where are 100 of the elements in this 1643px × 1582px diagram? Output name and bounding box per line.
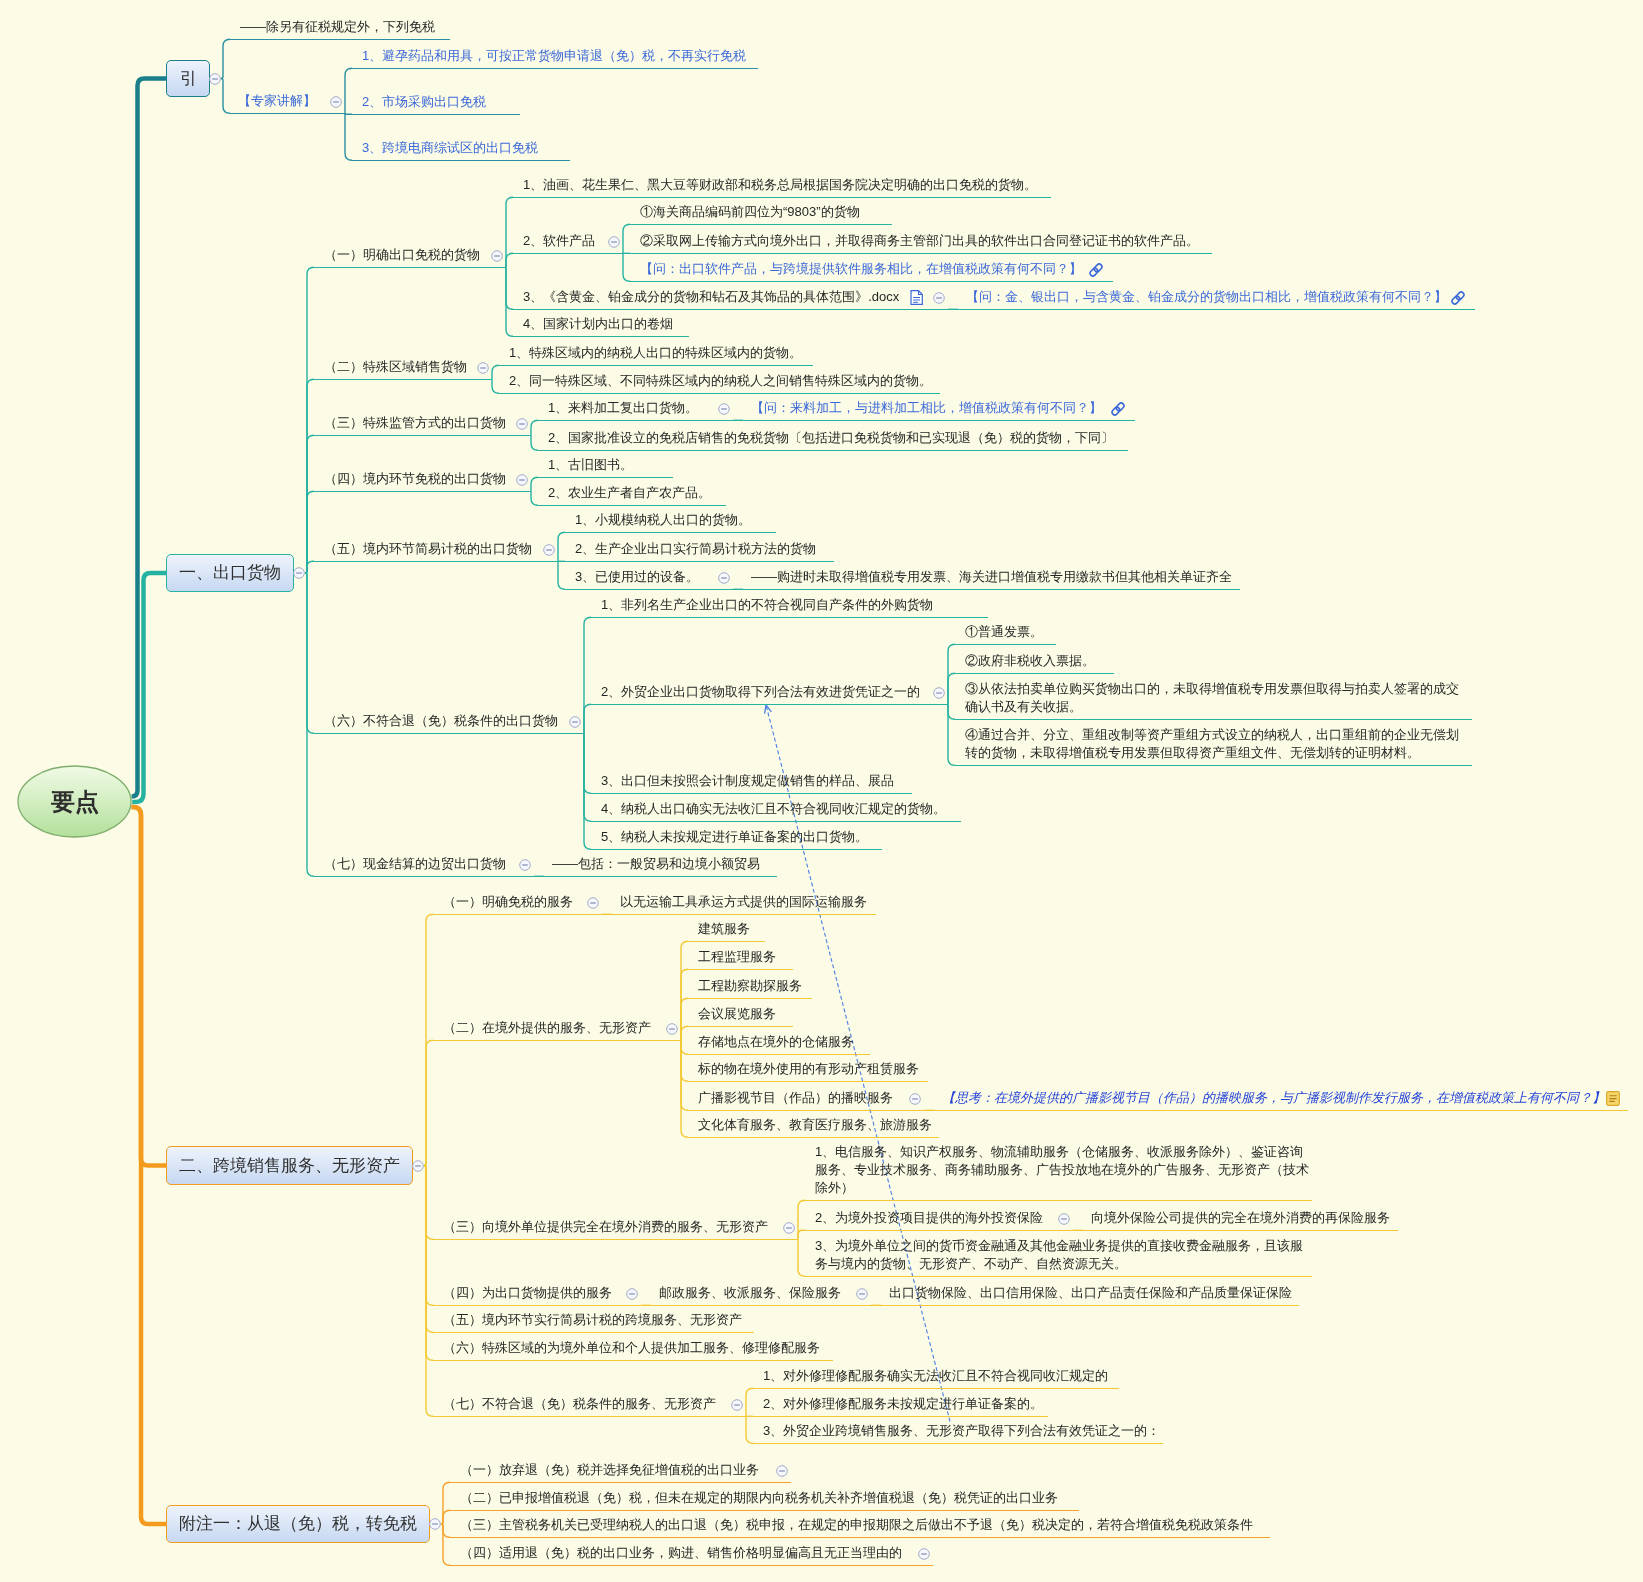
branch-line: [491, 364, 500, 380]
branch-line: [680, 1039, 689, 1138]
topic-text: ①普通发票。: [965, 622, 1043, 641]
question-text: 【问：出口软件产品，与跨境提供软件服务相比，在增值税政策有何不同？】: [640, 259, 1082, 278]
topic-text: （五）境内环节简易计税的出口货物: [324, 539, 532, 558]
branch-line: [423, 1164, 434, 1417]
topic-text: 广播影视节目（作品）的播映服务: [698, 1088, 893, 1107]
branch-line: [797, 1238, 806, 1277]
topic-text: 2、生产企业出口实行简易计税方法的货物: [575, 539, 817, 558]
branch-line: [745, 1387, 754, 1417]
branch-line: [220, 77, 231, 114]
topic-text: 文化体育服务、教育医疗服务、旅游服务: [698, 1115, 932, 1134]
branch-line: [797, 1229, 806, 1240]
topic-text: 3、为境外单位之间的货币资金融通及其他金融业务提供的直接收费金融服务，且该服务与境内的货物、无形资产、不动产、自然资源无关。: [815, 1236, 1305, 1273]
branch-line: [557, 560, 566, 590]
topic-text: 2、农业生产者自产农产品。: [548, 483, 712, 502]
branch-line: [745, 1415, 754, 1444]
topic-text: 4、纳税人出口确实无法收汇且不符合视同收汇规定的货物。: [601, 799, 947, 818]
topic-text: 3、出口但未按照会计制度规定做销售的样品、展品: [601, 771, 895, 790]
topic-text: 1、小规模纳税人出口的货物。: [575, 510, 752, 529]
topic-text: ②采取网上传输方式向境外出口，并取得商务主管部门出具的软件出口合同登记证书的软件产品。: [640, 231, 1199, 250]
topic-text: 2、对外修理修配服务未按规定进行单证备案的。: [763, 1394, 1044, 1413]
topic-text: ①海关商品编码前四位为“9803”的货物: [640, 202, 860, 221]
topic-text: 会议展览服务: [698, 1004, 776, 1023]
branch-line: [220, 38, 231, 80]
topic-text: 1、油画、花生果仁、黑大豆等财政部和税务总局根据国务院决定明确的出口免税的货物。: [523, 175, 1038, 194]
topic-text: 【专家讲解】: [238, 91, 316, 110]
topic-text: 以无运输工具承运方式提供的国际运输服务: [620, 892, 867, 911]
topic-text: 2、为境外投资项目提供的海外投资保险: [815, 1208, 1044, 1227]
topic-box: 二、跨境销售服务、无形资产: [166, 1146, 413, 1185]
topic-text: 1、古旧图书。: [548, 455, 634, 474]
topic-text: ④通过合并、分立、重组改制等资产重组方式设立的纳税人，出口重组前的企业无偿划转的货物，未取得增值税专用发票但取得资产重组文件、无偿划转的证明材料。: [965, 725, 1460, 762]
topic-text: ——包括：一般贸易和边境小额贸易: [552, 854, 760, 873]
topic-text: 2、外贸企业出口货物取得下列合法有效进货凭证之一的: [601, 682, 921, 701]
topic-text: 工程勘察勘探服务: [698, 976, 802, 995]
topic-text: ②政府非税收入票据。: [965, 651, 1095, 670]
branch-line: [947, 703, 956, 766]
branch-line: [505, 266, 514, 337]
dashed-arrow: [763, 704, 951, 1423]
topic-text: 1、对外修理修配服务确实无法收汇且不符合视同收汇规定的: [763, 1366, 1109, 1385]
topic-text: ③从依法拍卖单位购买货物出口的，未取得增值税专用发票但取得与拍卖人签署的成交确认书及有关收据。: [965, 679, 1460, 716]
topic-text: （二）特殊区域销售货物: [324, 357, 467, 376]
topic-text: （三）特殊监管方式的出口货物: [324, 413, 506, 432]
branch-line: [440, 1523, 451, 1566]
topic-text: 标的物在境外使用的有形动产租赁服务: [698, 1059, 919, 1078]
topic-text: 2、软件产品: [523, 231, 596, 250]
topic-text: （二）在境外提供的服务、无形资产: [443, 1018, 651, 1037]
question-text: 【问：来料加工，与进料加工相比，增值税政策有何不同？】: [751, 398, 1102, 417]
topic-text: （三）向境外单位提供完全在境外消费的服务、无形资产: [443, 1217, 768, 1236]
branch-line: [622, 252, 631, 282]
topic-text: 工程监理服务: [698, 947, 776, 966]
branch-line: [344, 112, 353, 161]
topic-text: 1、特殊区域内的纳税人出口的特殊区域内的货物。: [509, 343, 803, 362]
branch-line: [622, 223, 631, 254]
topic-text: （六）特殊区域的为境外单位和个人提供加工服务、修理修配服务: [443, 1338, 820, 1357]
topic-text: 2、同一特殊区域、不同特殊区域内的纳税人之间销售特殊区域内的货物。: [509, 371, 933, 390]
topic-text: 1、来料加工复出口货物。: [548, 398, 699, 417]
branch-line: [132, 570, 166, 805]
topic-text: （二）已申报增值税退（免）税，但未在规定的期限内向税务机关补齐增值税退（免）税凭证的出口业务: [460, 1488, 1058, 1507]
topic-text: （四）为出口货物提供的服务: [443, 1283, 612, 1302]
topic-text: 2、市场采购出口免税: [362, 92, 487, 111]
branch-line: [440, 1509, 451, 1525]
topic-box: 一、出口货物: [166, 554, 294, 592]
topic-text: ——购进时未取得增值税专用发票、海关进口增值税专用缴款书但其他相关单证齐全: [751, 567, 1232, 586]
branch-line: [583, 732, 592, 850]
branch-line: [583, 703, 592, 734]
branch-line: [423, 1039, 434, 1167]
topic-text: 1、电信服务、知识产权服务、物流辅助服务（仓储服务、收派服务除外）、鉴证咨询服务、专业技术服务、商务辅助服务、广告投放地在境外的广告服务、无形资产（技术除外）: [815, 1142, 1310, 1197]
branch-line: [530, 419, 539, 436]
topic-text: （四）境内环节免税的出口货物: [324, 469, 506, 488]
question-text: 【思考：在境外提供的广播影视节目（作品）的播映服务，与广播影视制作发行服务，在增值税政策上有何不同？】: [942, 1088, 1605, 1107]
branch-line: [491, 378, 500, 394]
branch-line: [530, 490, 539, 506]
topic-text: （七）现金结算的边贸出口货物: [324, 854, 506, 873]
topic-text: 3、《含黄金、铂金成分的货物和钻石及其饰品的具体范围》.docx: [523, 287, 900, 306]
topic-box: 附注一：从退（免）税，转免税: [166, 1505, 430, 1543]
topic-text: 4、国家计划内出口的卷烟: [523, 314, 674, 333]
topic-text: 2、国家批准设立的免税店销售的免税货物〔包括进口免税货物和已实现退（免）税的货物，下同〕: [548, 428, 1115, 447]
central-topic-text: 要点: [49, 786, 100, 817]
topic-text: 3、已使用过的设备。: [575, 567, 700, 586]
topic-text: （四）适用退（免）税的出口业务，购进、销售价格明显偏高且无正当理由的: [460, 1543, 902, 1562]
topic-text: （一）明确免税的服务: [443, 892, 573, 911]
topic-text: 出口货物保险、出口信用保险、出口产品责任保险和产品质量保证保险: [889, 1283, 1292, 1302]
topic-text: （一）明确出口免税的货物: [324, 245, 480, 264]
topic-text: 5、纳税人未按规定进行单证备案的出口货物。: [601, 827, 869, 846]
topic-text: 3、外贸企业跨境销售服务、无形资产取得下列合法有效凭证之一的：: [763, 1421, 1161, 1440]
topic-text: ——除另有征税规定外，下列免税: [240, 17, 435, 36]
topic-text: 1、避孕药品和用具，可按正常货物申请退（免）税，不再实行免税: [362, 46, 747, 65]
branch-line: [530, 476, 539, 492]
question-text: 【问：金、银出口，与含黄金、铂金成分的货物出口相比，增值税政策有何不同？】: [966, 287, 1447, 306]
topic-text: （七）不符合退（免）税条件的服务、无形资产: [443, 1394, 716, 1413]
branch-line: [557, 531, 566, 562]
branch-line: [530, 434, 539, 451]
branch-line: [304, 572, 315, 877]
topic-text: 3、跨境电商综试区的出口免税: [362, 138, 539, 157]
branch-line: [304, 560, 315, 574]
branch-line: [947, 672, 956, 705]
topic-text: （六）不符合退（免）税条件的出口货物: [324, 711, 558, 730]
topic-box: 引: [166, 60, 210, 97]
topic-text: （一）放弃退（免）税并选择免征增值税的出口业务: [460, 1460, 759, 1479]
